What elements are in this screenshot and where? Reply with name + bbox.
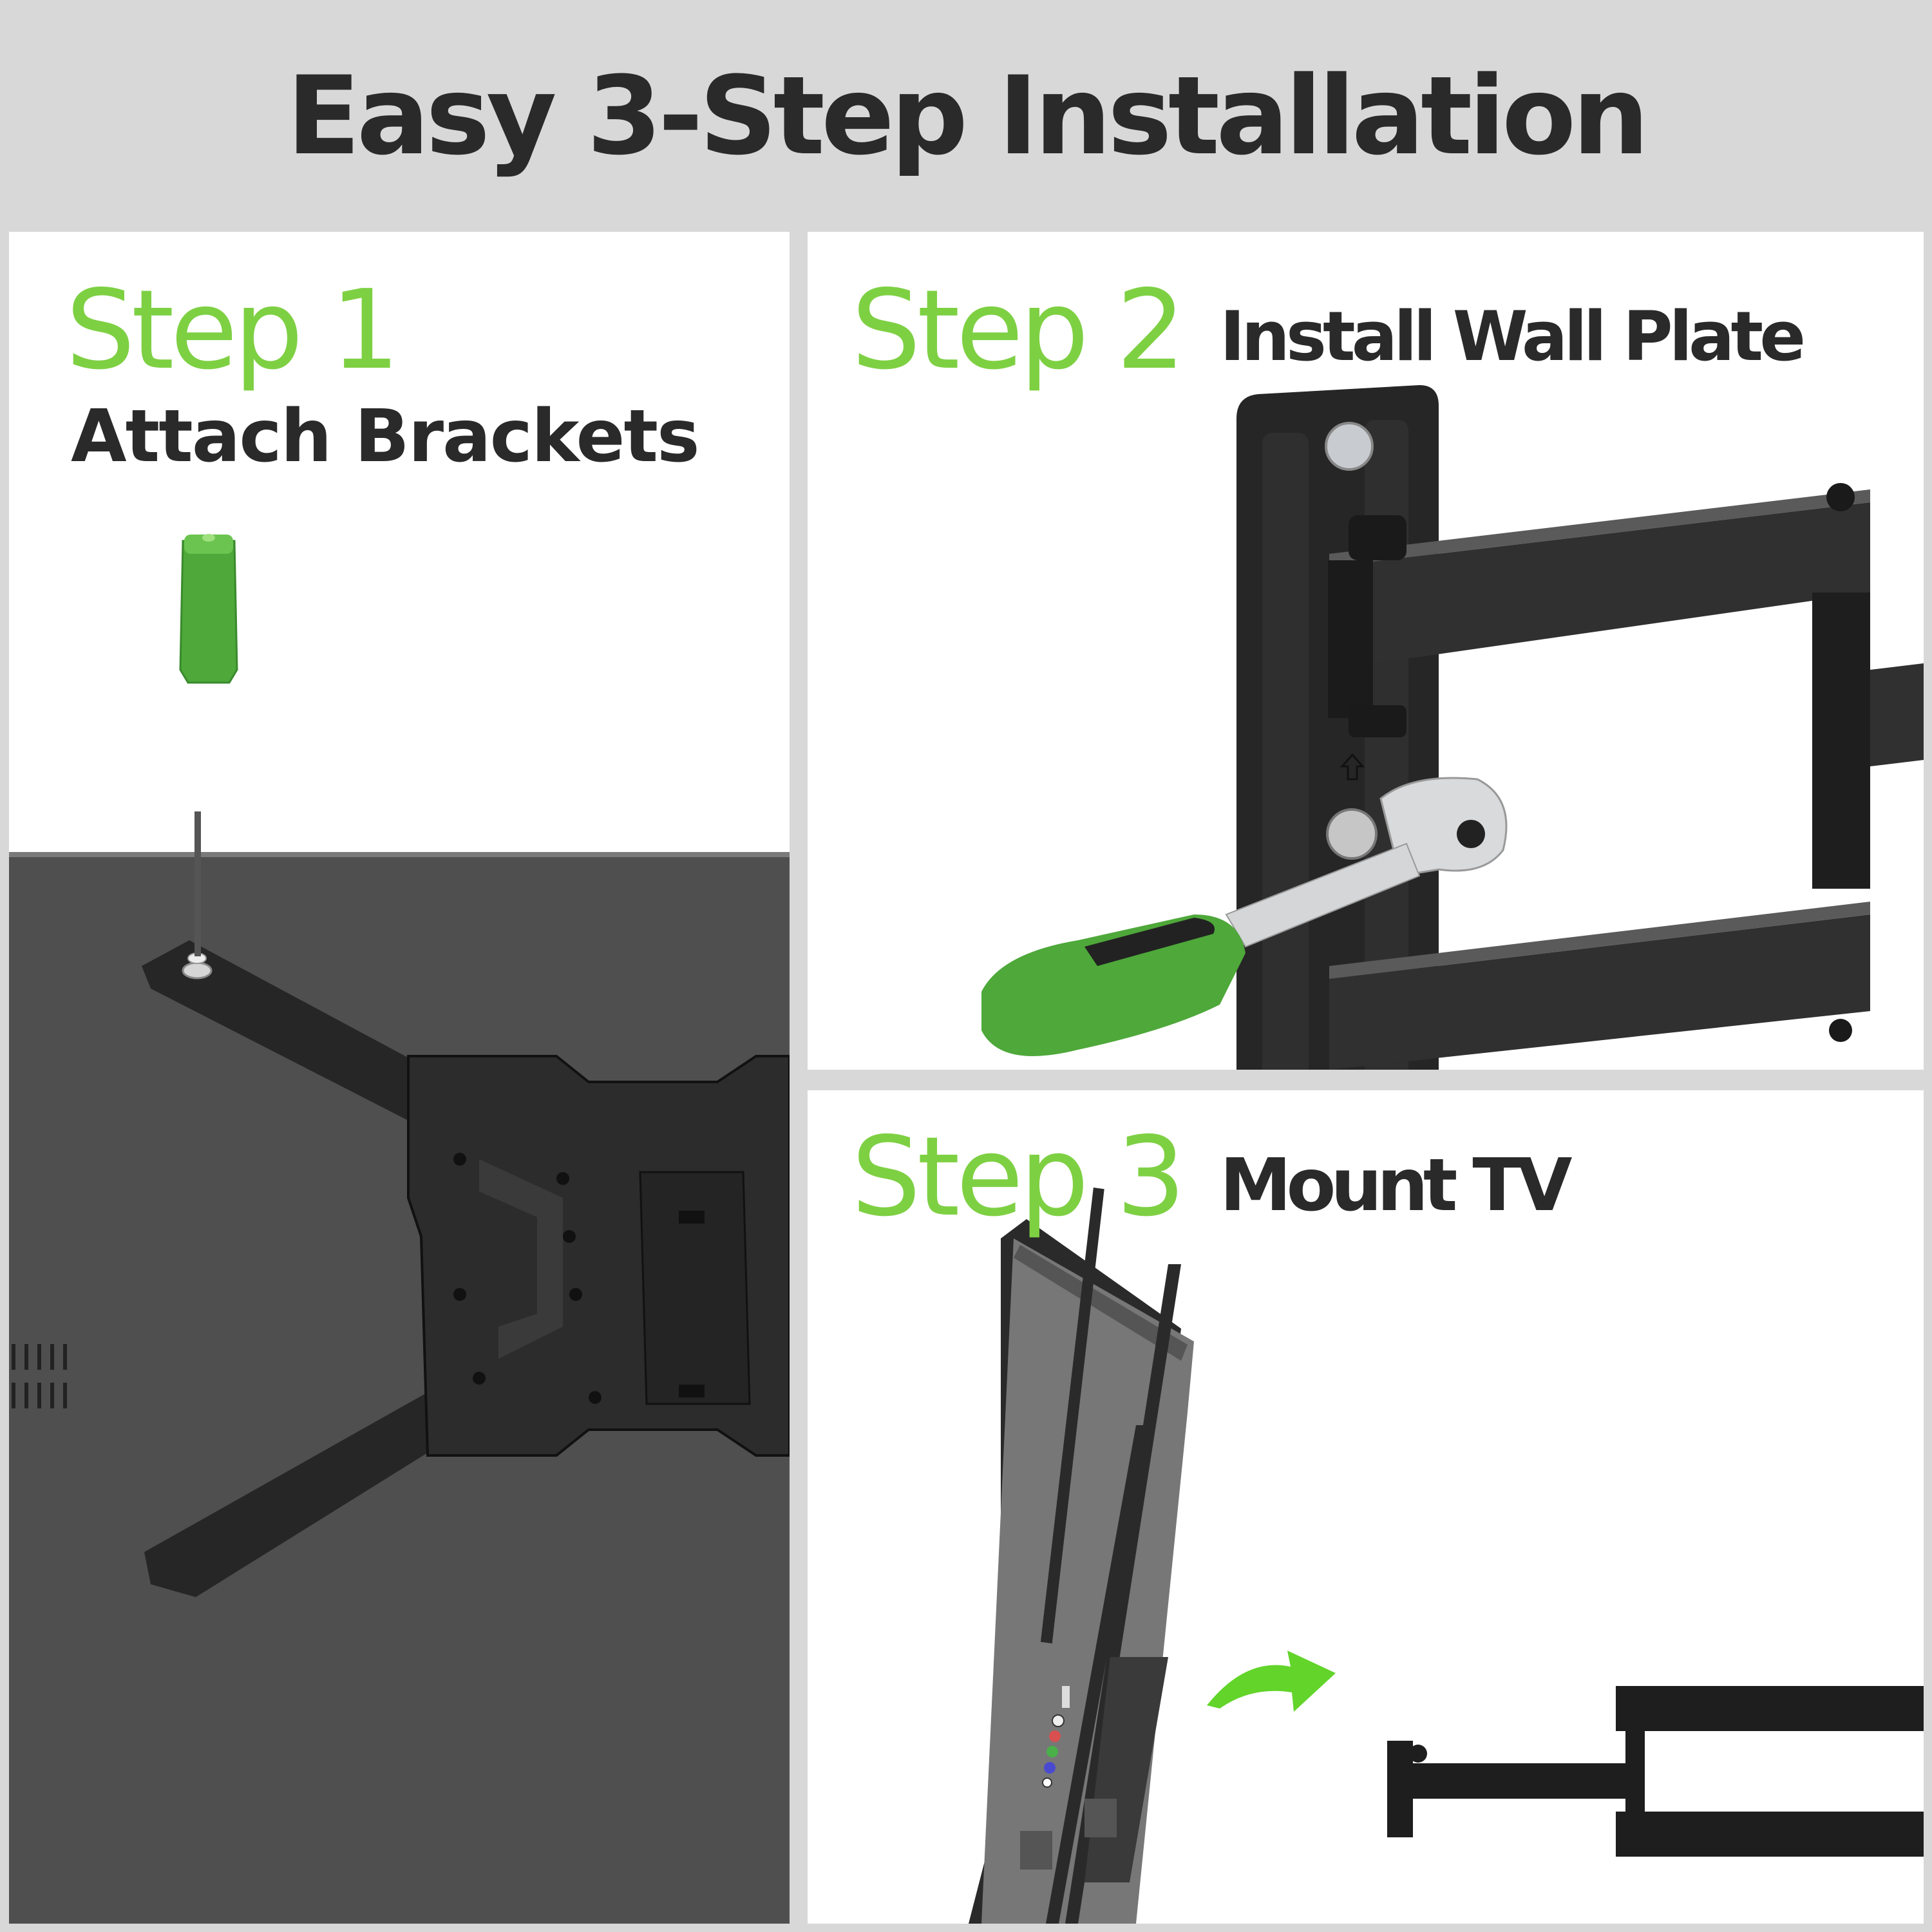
step-2-panel: Step 2 Install Wall Plate: [808, 232, 1924, 1070]
step-3-panel: Step 3 Mount TV: [808, 1090, 1924, 1924]
step-1-label: Step 1: [66, 267, 400, 394]
step-3-label: Step 3: [851, 1113, 1186, 1241]
step-1-description: Attach Brackets: [71, 395, 700, 478]
step-2-description: Install Wall Plate: [1220, 297, 1806, 376]
step-2-label: Step 2: [851, 267, 1186, 394]
ratchet-wrench-on-wall-plate-icon: [981, 385, 1924, 1070]
screwdriver-attaching-brackets-to-tv-back-icon: [9, 534, 790, 1924]
tv-hanging-on-arm-mount-icon: [969, 1188, 1924, 1924]
step-1-panel: Step 1 Attach Brackets: [9, 232, 790, 1924]
page-title: Easy 3-Step Installation: [287, 53, 1649, 179]
step-3-description: Mount TV: [1220, 1144, 1572, 1227]
